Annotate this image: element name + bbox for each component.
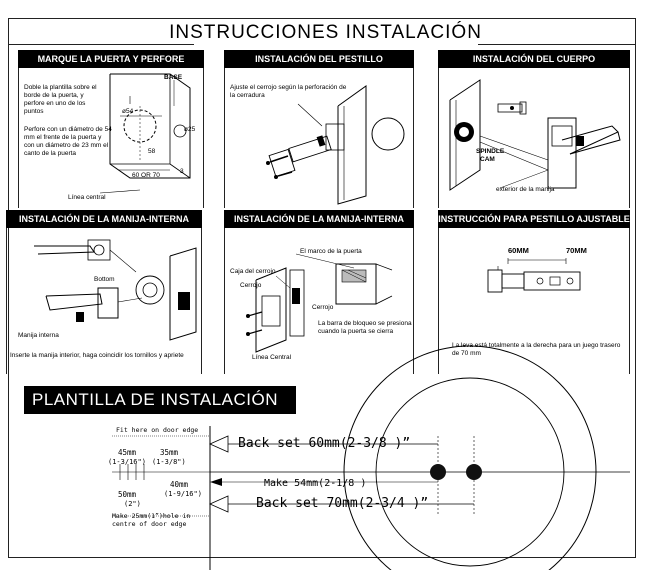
door-template-drawing xyxy=(109,73,191,179)
label-exterior-handle: exterior de la manija xyxy=(496,186,555,193)
panel-4-text: Inserte la manija interior, haga coincid… xyxy=(10,352,184,359)
label-inner-handle: Manija interna xyxy=(18,332,59,339)
make-54-label: Make 54mm(2-1/8 ) xyxy=(264,478,367,489)
make-25-label: Make 25mm(1”)hole in centre of door edge xyxy=(112,512,191,528)
label-latch-1: Cerrojo xyxy=(240,282,262,289)
label-center-line-5: Línea Central xyxy=(252,354,292,361)
panel-5-header: INSTALACIÓN DE LA MANIJA-INTERNA xyxy=(224,210,414,228)
title-rule-left xyxy=(8,44,194,45)
panel-3-header: INSTALACIÓN DEL CUERPO xyxy=(438,50,630,68)
label-cam: CAM xyxy=(480,156,495,163)
measure-45-in: (1-3/16") xyxy=(108,458,146,466)
center-line-pointer xyxy=(99,189,141,194)
panel-2-text: Ajuste el cerrojo según la perforación d… xyxy=(230,84,347,99)
panel-1-header: MARQUE LA PUERTA Y PERFORE xyxy=(18,50,204,68)
panel-4-header: INSTALACIÓN DE LA MANIJA-INTERNA xyxy=(6,210,202,228)
title-rule-right xyxy=(478,44,636,45)
label-lock-bar: La barra de bloqueo se presiona cuando l… xyxy=(318,320,412,335)
body-install-drawing xyxy=(449,79,621,191)
label-latch-box: Caja del cerrojo xyxy=(230,268,276,275)
panel-2-header: INSTALACIÓN DEL PESTILLO xyxy=(224,50,414,68)
label-center-line: Línea central xyxy=(68,194,106,201)
measure-50-in: (2") xyxy=(124,500,141,508)
measure-40-in: (1-9/16") xyxy=(164,490,202,498)
page-title: INSTRUCCIONES INSTALACIÓN xyxy=(169,22,482,43)
measure-40: 40mm xyxy=(170,480,189,489)
panel-3-frame xyxy=(438,68,630,208)
panel-6-text: La leva está totalmente a la derecha par… xyxy=(452,342,621,357)
measure-50: 50mm xyxy=(118,490,137,499)
latch-install-drawing xyxy=(266,85,405,205)
label-bottom: Bottom xyxy=(94,276,115,283)
label-54: ø54 xyxy=(122,108,134,115)
measure-35-in: (1-3/8") xyxy=(152,458,186,466)
fit-here-label: Fit here on door edge xyxy=(116,426,199,434)
adjustable-latch-drawing xyxy=(487,258,581,293)
measure-35: 35mm xyxy=(160,448,179,457)
panel-1-text-fold: Doble la plantilla sobre el borde de la … xyxy=(24,84,97,115)
backset-60-label: Back set 60mm(2-3/8 )” xyxy=(238,436,411,451)
panel-4-frame xyxy=(6,228,202,374)
label-60-or-70: 60 OR 70 xyxy=(132,172,160,179)
panel-2-frame xyxy=(224,68,414,208)
instruction-sheet xyxy=(8,18,636,558)
panel-6-header: INSTRUCCIÓN PARA PESTILLO AJUSTABLE xyxy=(438,210,630,228)
panel-6-frame xyxy=(438,228,630,374)
backset-70-label: Back set 70mm(2-3/4 )” xyxy=(256,496,429,511)
door-template-circles xyxy=(112,345,630,570)
panel-1-text-drill: Perfore con un diámetro de 54 mm el fren… xyxy=(24,126,112,157)
label-door-frame: El marco de la puerta xyxy=(300,248,362,255)
label-3: 3 xyxy=(180,168,184,175)
template-title: PLANTILLA DE INSTALACIÓN xyxy=(24,386,296,414)
label-spindle: SPINDLE xyxy=(476,148,505,155)
panel-1-frame xyxy=(18,68,204,208)
strike-plate-drawing xyxy=(246,253,393,353)
inner-handle-drawing xyxy=(34,239,197,341)
label-base: BASE xyxy=(164,74,183,81)
label-58: 58 xyxy=(148,148,156,155)
label-25: ø25 xyxy=(184,126,196,133)
label-60mm: 60MM xyxy=(508,246,529,255)
label-latch-2: Cerrojo xyxy=(312,304,334,311)
measure-45: 45mm xyxy=(118,448,137,457)
label-70mm: 70MM xyxy=(566,246,587,255)
panel-5-frame xyxy=(224,228,414,374)
